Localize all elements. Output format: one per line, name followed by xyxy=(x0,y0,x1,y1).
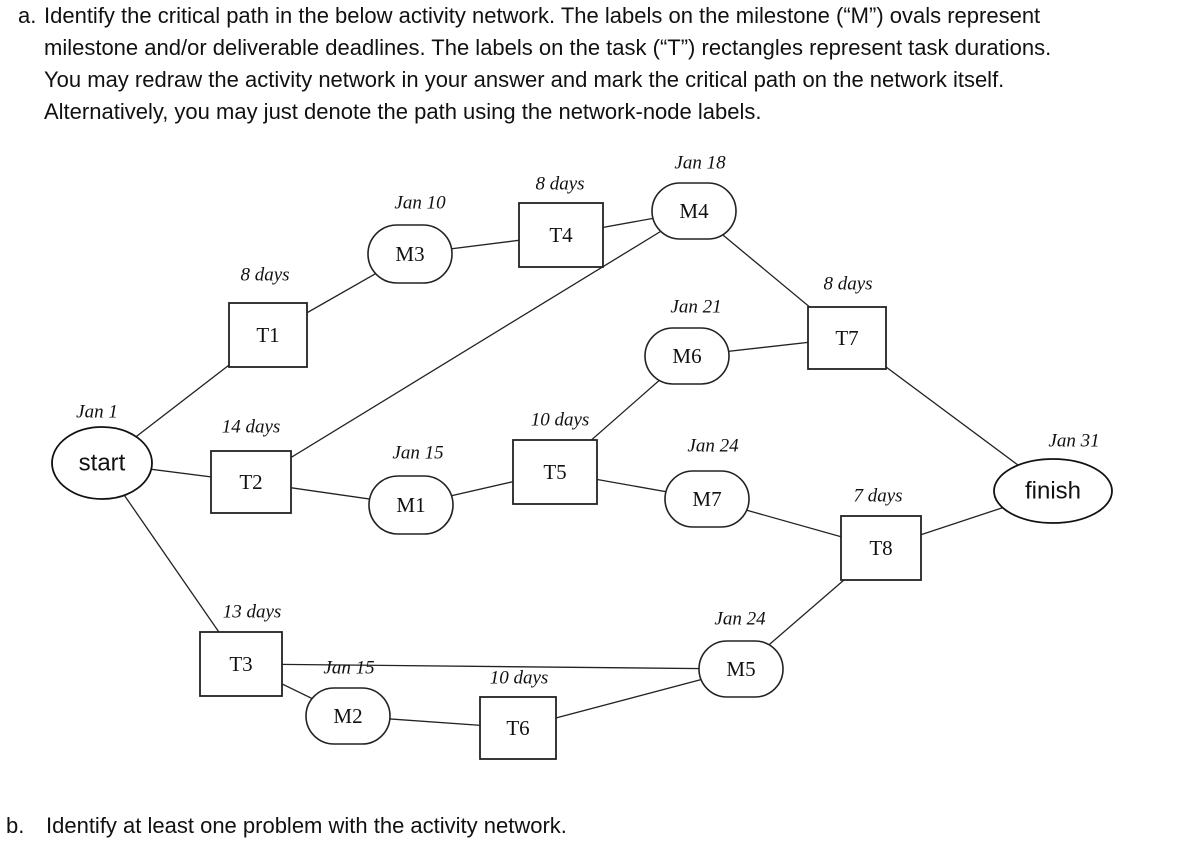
milestone-node-m4: M4 xyxy=(651,182,737,240)
duration-label-t1: 8 days xyxy=(240,265,289,286)
task-label-t3: T3 xyxy=(229,652,252,676)
task-label-t2: T2 xyxy=(239,470,262,494)
question-b-text: Identify at least one problem with the a… xyxy=(46,813,567,838)
milestone-node-m3: M3 xyxy=(367,224,453,284)
question-a-text: Identify the critical path in the below … xyxy=(44,0,1164,128)
terminal-node-finish: finish xyxy=(993,458,1113,524)
duration-label-t5: 10 days xyxy=(531,410,590,431)
duration-label-t6: 10 days xyxy=(490,668,549,689)
task-shape-t4 xyxy=(518,202,604,268)
deadline-label-m7: Jan 24 xyxy=(687,436,739,457)
milestone-node-m2: M2 xyxy=(305,687,391,745)
question-b-letter: b. xyxy=(6,813,25,838)
milestone-node-m1: M1 xyxy=(368,475,454,535)
task-label-t4: T4 xyxy=(549,223,573,247)
edge-t2-m4 xyxy=(250,210,695,483)
edge-start-t3 xyxy=(101,462,242,665)
task-node-t7: T7 xyxy=(807,306,887,370)
milestone-shape-m4 xyxy=(651,182,737,240)
milestone-label-m4: M4 xyxy=(679,199,709,223)
task-label-t7: T7 xyxy=(835,326,858,350)
milestone-label-m5: M5 xyxy=(726,657,755,681)
question-a-line: You may redraw the activity network in y… xyxy=(44,67,1005,92)
date-label-start: Jan 1 xyxy=(76,402,118,423)
deadline-label-m5: Jan 24 xyxy=(714,609,766,630)
task-node-t2: T2 xyxy=(210,450,292,514)
task-label-t1: T1 xyxy=(256,323,279,347)
network-annotations: Jan 1 Jan 31 8 days 14 days 13 days 8 days 10 … xyxy=(76,153,1099,689)
terminal-label-start: start xyxy=(79,450,126,477)
task-shape-t6 xyxy=(479,696,557,760)
task-shape-t1 xyxy=(228,302,308,368)
milestone-label-m1: M1 xyxy=(396,493,425,517)
milestone-shape-m7 xyxy=(664,470,750,528)
milestone-label-m6: M6 xyxy=(672,344,701,368)
task-label-t6: T6 xyxy=(506,716,529,740)
milestone-label-m2: M2 xyxy=(333,704,362,728)
task-node-t3: T3 xyxy=(199,631,283,697)
deadline-label-m6: Jan 21 xyxy=(670,297,721,318)
edge-t3-m5 xyxy=(240,663,742,670)
task-shape-t5 xyxy=(512,439,598,505)
date-label-finish: Jan 31 xyxy=(1048,431,1099,452)
milestone-label-m3: M3 xyxy=(395,242,424,266)
terminal-label-finish: finish xyxy=(1025,478,1081,505)
terminal-shape-finish xyxy=(993,458,1113,524)
duration-label-t7: 8 days xyxy=(823,274,872,295)
task-label-t5: T5 xyxy=(543,460,566,484)
milestone-node-m5: M5 xyxy=(698,640,784,698)
duration-label-t8: 7 days xyxy=(853,486,902,507)
duration-label-t4: 8 days xyxy=(535,174,584,195)
task-shape-t2 xyxy=(210,450,292,514)
task-node-t4: T4 xyxy=(518,202,604,268)
task-shape-t7 xyxy=(807,306,887,370)
question-a-line: Identify the critical path in the below … xyxy=(44,3,1041,28)
milestone-node-m7: M7 xyxy=(664,470,750,528)
milestone-shape-m3 xyxy=(367,224,453,284)
milestone-shape-m2 xyxy=(305,687,391,745)
duration-label-t2: 14 days xyxy=(222,417,281,438)
task-shape-t8 xyxy=(840,515,922,581)
question-a-line: Alternatively, you may just denote the p… xyxy=(44,99,762,124)
task-node-t5: T5 xyxy=(512,439,598,505)
question-a-letter: a. xyxy=(18,3,37,28)
milestone-label-m7: M7 xyxy=(692,487,721,511)
milestone-shape-m6 xyxy=(644,327,730,385)
deadline-label-m3: Jan 10 xyxy=(394,193,446,214)
task-node-t8: T8 xyxy=(840,515,922,581)
task-label-t8: T8 xyxy=(869,536,892,560)
milestone-node-m6: M6 xyxy=(644,327,730,385)
milestone-shape-m1 xyxy=(368,475,454,535)
milestone-shape-m5 xyxy=(698,640,784,698)
deadline-label-m2: Jan 15 xyxy=(323,658,374,679)
task-node-t1: T1 xyxy=(228,302,308,368)
duration-label-t3: 13 days xyxy=(223,602,282,623)
deadline-label-m4: Jan 18 xyxy=(674,153,726,174)
deadline-label-m1: Jan 15 xyxy=(392,443,443,464)
task-shape-t3 xyxy=(199,631,283,697)
question-a-line: milestone and/or deliverable deadlines. … xyxy=(44,35,1052,60)
terminal-node-start: start xyxy=(51,426,153,500)
task-node-t6: T6 xyxy=(479,696,557,760)
terminal-shape-start xyxy=(51,426,153,500)
